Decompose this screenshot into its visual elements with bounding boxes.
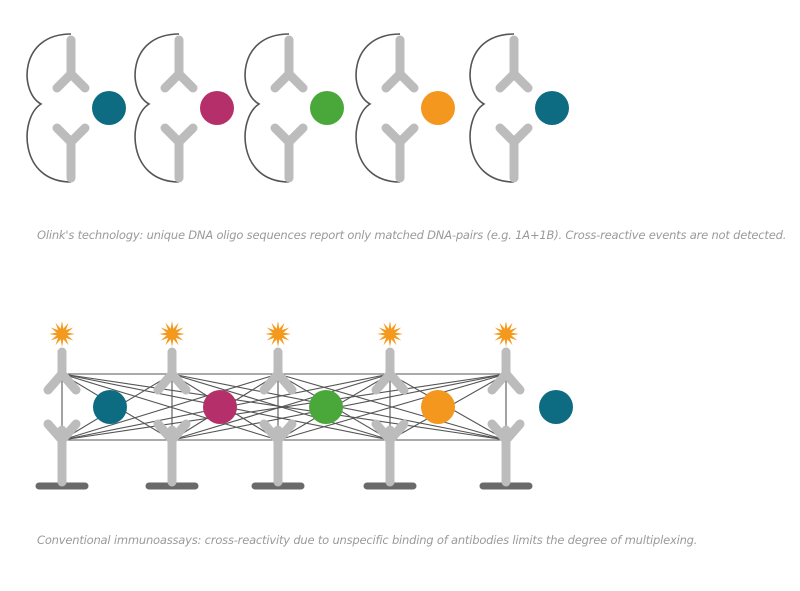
upper-antibody (160, 35, 198, 93)
antibody-arm (509, 69, 533, 93)
antibody-arm (273, 369, 297, 395)
lower-antibody (495, 123, 533, 183)
detection-antibody (371, 347, 409, 395)
conventional-assay-unit (145, 321, 237, 490)
antibody-arm (509, 123, 533, 147)
capture-antibody (153, 419, 191, 487)
antibody-arm (66, 69, 90, 93)
dna-oligo-strand (26, 33, 72, 183)
antibody-arm (273, 419, 297, 445)
antibody-arm (501, 369, 525, 395)
lower-antibody (160, 123, 198, 183)
label-star-icon (159, 321, 185, 347)
olink-caption: Olink's technology: unique DNA oligo seq… (37, 228, 787, 242)
cross-reactivity-line (61, 373, 507, 441)
dna-oligo-strand (355, 33, 401, 183)
conventional-assay-unit (363, 321, 455, 490)
upper-antibody (52, 35, 90, 93)
antibody-arm (57, 369, 81, 395)
lower-antibody (270, 123, 308, 183)
conventional-assay-unit (479, 321, 573, 490)
capture-antibody (259, 419, 297, 487)
conventional-immunoassay-diagram (35, 321, 573, 490)
label-star-icon (265, 321, 291, 347)
antibody-arm (167, 369, 191, 395)
antibody-arm (395, 123, 419, 147)
olink-pair-unit (355, 33, 455, 183)
lower-antibody (52, 123, 90, 183)
conventional-assay-unit (35, 321, 127, 490)
antibody-arm (66, 123, 90, 147)
antibody-arm (174, 69, 198, 93)
detection-antibody (487, 347, 525, 395)
upper-antibody (381, 35, 419, 93)
label-star-icon (493, 321, 519, 347)
olink-pair-unit (134, 33, 234, 183)
conventional-caption: Conventional immunoassays: cross-reactiv… (37, 533, 698, 547)
lower-antibody (381, 123, 419, 183)
conventional-assay-unit (251, 321, 343, 490)
antibody-arm (167, 419, 191, 445)
olink-technology-diagram (26, 33, 569, 183)
label-star-icon (49, 321, 75, 347)
antigen-circle (421, 390, 455, 424)
antigen-circle (310, 91, 344, 125)
upper-antibody (495, 35, 533, 93)
antibody-arm (174, 123, 198, 147)
olink-pair-unit (244, 33, 344, 183)
cross-reactivity-line (61, 373, 279, 441)
antigen-circle (200, 91, 234, 125)
detection-antibody (43, 347, 81, 395)
antigen-circle (309, 390, 343, 424)
label-star-icon (377, 321, 403, 347)
upper-antibody (270, 35, 308, 93)
detection-antibody (259, 347, 297, 395)
antibody-arm (385, 419, 409, 445)
capture-antibody (371, 419, 409, 487)
antibody-arm (395, 69, 419, 93)
antibody-arm (284, 123, 308, 147)
antibody-arm (385, 369, 409, 395)
dna-oligo-strand (244, 33, 290, 183)
capture-antibody (43, 419, 81, 487)
detection-antibody (153, 347, 191, 395)
antibody-arm (501, 419, 525, 445)
dna-oligo-strand (469, 33, 515, 183)
olink-pair-unit (26, 33, 126, 183)
antigen-circle (93, 390, 127, 424)
antigen-circle (203, 390, 237, 424)
antibody-arm (284, 69, 308, 93)
antigen-circle (535, 91, 569, 125)
antigen-circle (92, 91, 126, 125)
cross-reactivity-line (277, 373, 507, 441)
olink-pair-unit (469, 33, 569, 183)
antibody-arm (57, 419, 81, 445)
antigen-circle (421, 91, 455, 125)
antigen-circle (539, 390, 573, 424)
capture-antibody (487, 419, 525, 487)
dna-oligo-strand (134, 33, 180, 183)
